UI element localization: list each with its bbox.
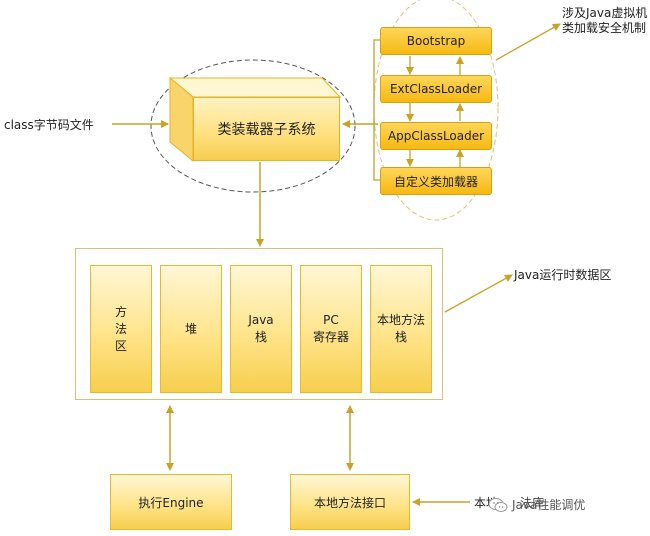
watermark-text: Java性能调优	[512, 498, 586, 512]
runtime-note-arrow	[444, 274, 513, 313]
loader-label: AppClassLoader	[387, 129, 485, 143]
loader-note-arrow	[495, 23, 561, 61]
loader-note: 涉及Java虚拟机 类加载安全机制	[562, 6, 648, 35]
runtime-note: Java运行时数据区	[514, 268, 612, 282]
execution-engine: 执行Engine	[110, 474, 232, 530]
area-java-stack: Java 栈	[230, 265, 292, 393]
subsystem-label: 类装载器子系统	[217, 122, 316, 138]
loader-bootstrap: Bootstrap	[380, 27, 492, 55]
loader-label: ExtClassLoader	[389, 82, 483, 96]
loaders-ellipse	[373, 0, 499, 221]
class-loader-subsystem: 类装载器子系统	[193, 97, 340, 161]
area-method: 方 法 区	[90, 265, 152, 393]
loader-label: Bootstrap	[406, 34, 466, 48]
area-heap: 堆	[160, 265, 222, 393]
subsystem-ellipse	[150, 59, 356, 193]
loader-label: 自定义类加载器	[393, 174, 478, 189]
native-interface-label: 本地方法接口	[313, 495, 386, 510]
subsystem-cube-side	[169, 76, 194, 163]
loader-custom: 自定义类加载器	[380, 167, 492, 195]
watermark: Java性能调优	[488, 496, 585, 513]
input-label: class字节码文件	[4, 118, 94, 132]
native-lib-label-tail: 法库	[520, 496, 545, 510]
loader-app: AppClassLoader	[380, 122, 492, 150]
engine-label: 执行Engine	[138, 495, 204, 510]
area-native-stack: 本地方法 栈	[370, 265, 432, 393]
native-method-interface: 本地方法接口	[290, 474, 410, 530]
area-pc-register: PC 寄存器	[300, 265, 362, 393]
wechat-icon	[488, 497, 508, 512]
subsystem-cube-top	[168, 77, 342, 98]
loader-ext: ExtClassLoader	[380, 75, 492, 103]
